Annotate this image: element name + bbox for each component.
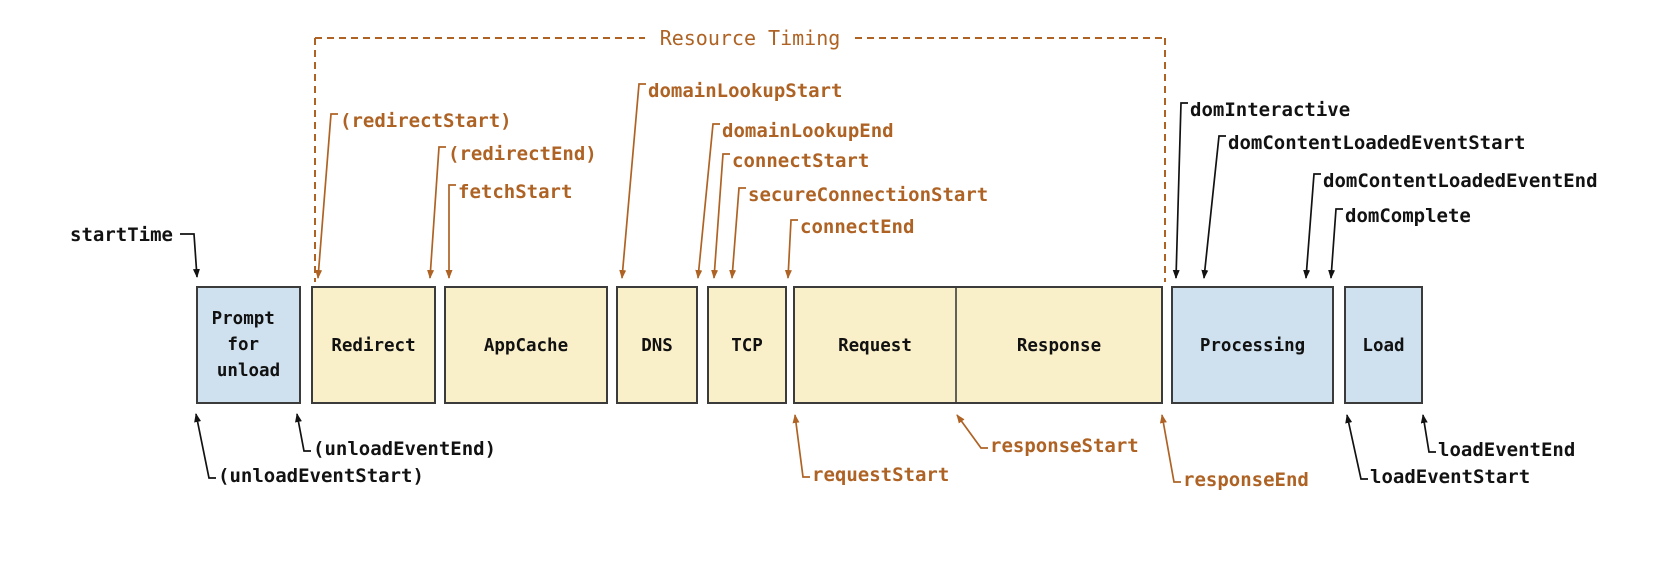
label-start-time: startTime <box>70 224 173 246</box>
box-appcache-label: AppCache <box>484 336 568 356</box>
resource-timing-title: Resource Timing <box>660 26 841 50</box>
label-response-end: responseEnd <box>1183 469 1309 491</box>
box-dns <box>616 286 698 404</box>
label-redirect-end: (redirectEnd) <box>448 143 597 165</box>
arrow-domain-lookup-end <box>695 123 720 279</box>
label-load-event-start: loadEventStart <box>1370 466 1530 488</box>
arrow-unload-event-start <box>194 413 216 479</box>
box-tcp <box>707 286 787 404</box>
arrow-load-event-start <box>1345 414 1368 480</box>
label-dom-interactive: domInteractive <box>1190 99 1350 121</box>
arrow-request-start <box>792 414 810 478</box>
navigation-timing-event-labels: startTime (unloadEventStart) (unloadEven… <box>70 99 1598 488</box>
arrow-redirect-end <box>427 146 446 279</box>
arrow-fetch-start <box>445 184 456 279</box>
label-fetch-start: fetchStart <box>458 181 572 203</box>
resource-timing-bracket: Resource Timing <box>314 26 1166 282</box>
box-request-response <box>793 286 1163 404</box>
arrow-start-time <box>180 233 200 278</box>
arrow-domain-lookup-start <box>619 83 646 279</box>
label-secure-connection-start: secureConnectionStart <box>748 184 988 206</box>
arrow-secure-connection-start <box>729 187 746 279</box>
arrow-connect-start <box>711 153 730 279</box>
box-redirect <box>311 286 436 404</box>
label-domain-lookup-end: domainLookupEnd <box>722 120 894 142</box>
arrow-dom-content-loaded-event-end <box>1303 173 1321 279</box>
label-unload-event-end: (unloadEventEnd) <box>313 438 496 460</box>
label-load-event-end: loadEventEnd <box>1438 439 1575 461</box>
arrow-dom-interactive <box>1172 102 1188 279</box>
box-processing-label: Processing <box>1200 336 1305 356</box>
arrow-connect-end <box>784 219 798 279</box>
box-request-label: Request <box>838 336 912 356</box>
box-prompt-for-unload-label: Prompt for unload <box>212 309 286 381</box>
label-response-start: responseStart <box>990 435 1139 457</box>
resource-timing-event-labels: (redirectStart) (redirectEnd) fetchStart… <box>315 80 988 279</box>
box-prompt-for-unload <box>196 286 301 404</box>
arrow-unload-event-end <box>295 413 311 452</box>
box-redirect-label: Redirect <box>331 336 415 356</box>
label-connect-start: connectStart <box>732 150 869 172</box>
label-request-start: requestStart <box>812 464 949 486</box>
timeline-boxes: Prompt for unload Redirect AppCache DNS … <box>196 286 1423 404</box>
label-dom-content-loaded-event-start: domContentLoadedEventStart <box>1228 132 1525 154</box>
arrow-load-event-end <box>1420 414 1436 453</box>
label-domain-lookup-start: domainLookupStart <box>648 80 842 102</box>
arrow-redirect-start <box>315 113 338 279</box>
box-load-label: Load <box>1362 336 1404 356</box>
label-dom-content-loaded-event-end: domContentLoadedEventEnd <box>1323 170 1598 192</box>
arrow-response-start <box>956 414 988 449</box>
box-dns-label: DNS <box>641 336 673 356</box>
box-load <box>1344 286 1423 404</box>
arrow-response-end <box>1159 414 1181 483</box>
box-appcache <box>444 286 608 404</box>
arrow-dom-content-loaded-event-start <box>1201 135 1226 279</box>
box-processing <box>1171 286 1334 404</box>
label-dom-complete: domComplete <box>1345 205 1471 227</box>
resource-timing-event-labels-bottom: requestStart responseStart responseEnd <box>792 414 1309 491</box>
arrow-dom-complete <box>1328 208 1343 279</box>
label-redirect-start: (redirectStart) <box>340 110 512 132</box>
box-response-label: Response <box>1017 336 1101 356</box>
label-unload-event-start: (unloadEventStart) <box>218 465 424 487</box>
box-tcp-label: TCP <box>731 336 763 356</box>
label-connect-end: connectEnd <box>800 216 914 238</box>
